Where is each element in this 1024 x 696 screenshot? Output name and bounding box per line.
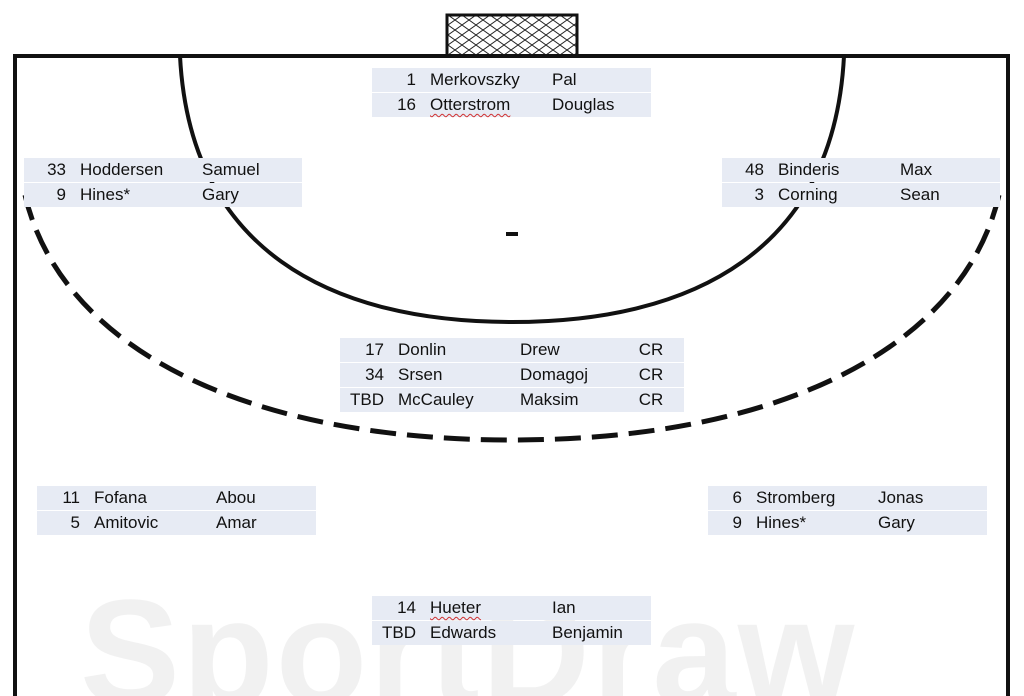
player-number: 48 — [745, 160, 764, 179]
player-last-name: Donlin — [398, 340, 447, 359]
player-first-name: Pal — [552, 70, 577, 89]
player-last-name: Otterstrom — [430, 95, 511, 114]
player-row: 11 Fofana Abou — [37, 486, 316, 510]
right-wing-block: 48 Binderis Max 3 Corning Sean — [722, 158, 1000, 208]
player-first-name: Gary — [202, 185, 239, 204]
player-position: CR — [638, 390, 664, 409]
player-position: CR — [638, 365, 664, 384]
player-last-name: Srsen — [398, 365, 443, 384]
player-number: 11 — [62, 488, 80, 507]
player-first-name: Maksim — [520, 390, 579, 409]
pivot-block: 17 Donlin Drew CR 34 Srsen Domagoj CR TB… — [340, 338, 684, 413]
center-back-block: 14 Hueter Ian TBD Edwards Benjamin — [372, 596, 651, 646]
player-first-name: Benjamin — [552, 623, 623, 642]
player-last-name: Fofana — [94, 488, 147, 507]
player-last-name: Hines* — [80, 185, 131, 204]
player-row: TBD Edwards Benjamin — [372, 621, 651, 645]
player-last-name: Hoddersen — [80, 160, 164, 179]
free-throw-line — [22, 194, 1002, 443]
player-row: 9 Hines* Gary — [708, 511, 987, 535]
player-row: 3 Corning Sean — [722, 183, 1000, 207]
player-last-name: Stromberg — [756, 488, 836, 507]
player-number: 34 — [365, 365, 384, 384]
right-back-block: 6 Stromberg Jonas 9 Hines* Gary — [708, 486, 987, 536]
player-first-name: Max — [900, 160, 933, 179]
player-number: 6 — [732, 488, 742, 507]
player-number: 1 — [406, 70, 416, 89]
player-row: 1 Merkovszky Pal — [372, 68, 651, 92]
player-position: CR — [638, 340, 664, 359]
player-row: 14 Hueter Ian — [372, 596, 651, 620]
player-row: 34 Srsen Domagoj CR — [340, 363, 684, 387]
player-row: 33 Hoddersen Samuel — [24, 158, 302, 182]
player-number: 33 — [47, 160, 66, 179]
player-first-name: Abou — [216, 488, 256, 507]
player-number: 9 — [56, 185, 66, 204]
goalkeeper-block: 1 Merkovszky Pal 16 Otterstrom Douglas — [372, 68, 651, 118]
player-first-name: Amar — [216, 513, 257, 532]
player-number: 16 — [397, 95, 416, 114]
player-number: TBD — [382, 623, 416, 642]
left-wing-block: 33 Hoddersen Samuel 9 Hines* Gary — [24, 158, 302, 208]
player-last-name: Corning — [778, 185, 838, 204]
player-row: 9 Hines* Gary — [24, 183, 302, 207]
player-last-name: Amitovic — [94, 513, 159, 532]
player-number: 17 — [365, 340, 384, 359]
player-number: 5 — [70, 513, 80, 532]
player-row: TBD McCauley Maksim CR — [340, 388, 684, 412]
player-first-name: Douglas — [552, 95, 615, 114]
player-first-name: Drew — [520, 340, 560, 359]
player-last-name: Binderis — [778, 160, 840, 179]
player-number: TBD — [350, 390, 384, 409]
player-last-name: Merkovszky — [430, 70, 520, 89]
player-row: 16 Otterstrom Douglas — [372, 93, 651, 117]
player-last-name: Edwards — [430, 623, 497, 642]
player-row: 6 Stromberg Jonas — [708, 486, 987, 510]
player-row: 5 Amitovic Amar — [37, 511, 316, 535]
player-number: 14 — [397, 598, 416, 617]
player-number: 3 — [754, 185, 764, 204]
player-first-name: Jonas — [878, 488, 924, 507]
player-row: 17 Donlin Drew CR — [340, 338, 684, 362]
left-back-block: 11 Fofana Abou 5 Amitovic Amar — [37, 486, 316, 536]
player-first-name: Samuel — [202, 160, 260, 179]
player-first-name: Gary — [878, 513, 915, 532]
player-last-name: McCauley — [398, 390, 474, 409]
player-last-name: Hines* — [756, 513, 807, 532]
player-row: 48 Binderis Max — [722, 158, 1000, 182]
player-first-name: Domagoj — [520, 365, 589, 384]
court-boundary — [13, 54, 1010, 696]
player-first-name: Sean — [900, 185, 940, 204]
player-first-name: Ian — [552, 598, 576, 617]
goal — [445, 13, 579, 58]
player-number: 9 — [732, 513, 742, 532]
player-last-name: Hueter — [430, 598, 482, 617]
